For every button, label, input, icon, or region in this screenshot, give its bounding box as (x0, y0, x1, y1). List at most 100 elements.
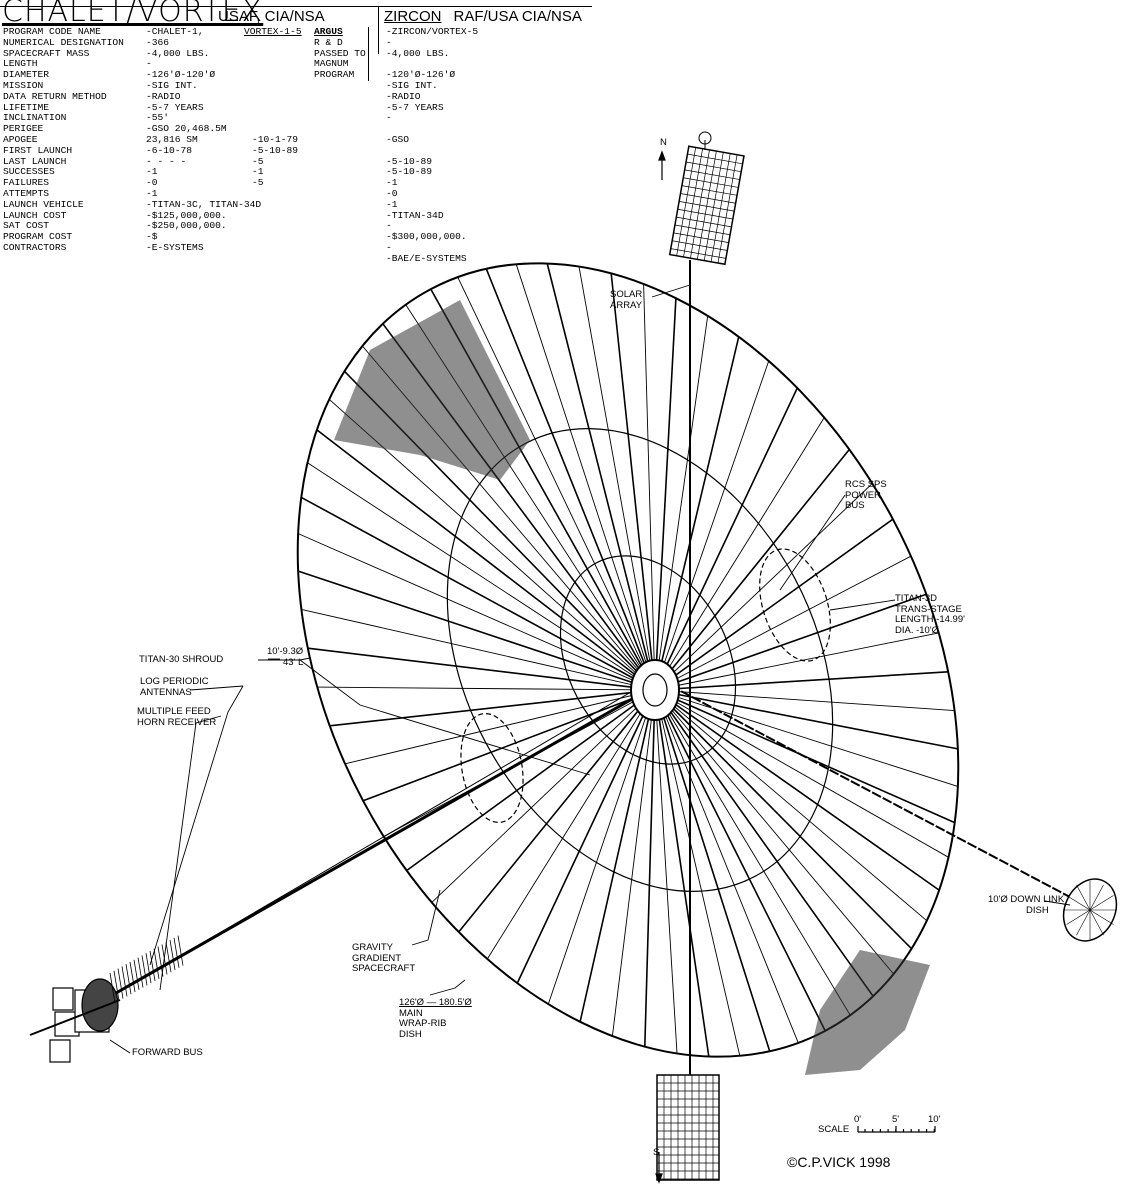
antenna-element (109, 972, 116, 1004)
compass-arrows (655, 150, 666, 1184)
antenna-element (137, 957, 144, 988)
chalet-value: -366 (146, 36, 170, 48)
spec-row-label: PROGRAM CODE NAME (3, 26, 101, 37)
dish-rib (1066, 909, 1091, 925)
dish-rib (458, 689, 656, 933)
chalet-value: -6-10-78 (146, 144, 193, 156)
antenna-element (169, 939, 176, 971)
dish-rib (654, 593, 927, 691)
chalet-value: -$250,000,000. (146, 220, 227, 232)
dish-rib (578, 266, 656, 691)
antenna-element (177, 935, 184, 966)
dish-rib (579, 689, 656, 1022)
dish-rib (654, 689, 771, 1052)
zircon-value: -GSO (386, 133, 410, 145)
dish-rib (1066, 895, 1091, 911)
antenna-element (173, 937, 180, 968)
spec-row-label: PROGRAM COST (3, 231, 73, 243)
chalet-value: -126'Ø-120'Ø (146, 69, 216, 81)
zircon-value: -0 (386, 187, 398, 199)
antenna-element (133, 959, 140, 990)
page-title: CHALET/VORTEX (2, 0, 264, 29)
dish-rib (643, 283, 656, 691)
spec-row-label: SAT COST (3, 220, 50, 232)
zircon-value: -ZIRCON/VORTEX-5 (386, 26, 479, 37)
dish-rib (654, 689, 710, 1057)
argus-line: R & D (314, 36, 343, 48)
spec-row-label: LENGTH (3, 58, 38, 70)
zircon-value: -TITAN-34D (386, 209, 444, 221)
vortex-value: -1 (252, 166, 264, 178)
chalet-value: -1 (146, 187, 158, 199)
chalet-value: -SIG INT. (146, 79, 198, 91)
dish-rib (344, 689, 656, 765)
dish-rib (654, 298, 677, 691)
dish-rib (362, 689, 656, 802)
spec-row-label: LAUNCH VEHICLE (3, 198, 84, 210)
vortex-value: -10-1-79 (252, 134, 299, 145)
chalet-value: - - - - (146, 155, 187, 167)
dish-rib (515, 264, 656, 691)
chalet-value: -E-SYSTEMS (146, 241, 204, 253)
shaded-sector-bottom (805, 950, 930, 1075)
dish-rib (654, 483, 873, 691)
zircon-value: -4,000 LBS. (386, 47, 450, 59)
zircon-value: - (386, 241, 392, 253)
chalet-value: -$125,000,000. (146, 209, 227, 221)
solar-cell-col (710, 153, 731, 262)
chalet-value: -CHALET-1, (146, 26, 204, 37)
zircon-value: -1 (386, 198, 398, 210)
dish-rib (654, 336, 740, 691)
spec-row-label: SPACECRAFT MASS (3, 47, 90, 59)
chalet-value: -TITAN-3C, TITAN-34D (146, 198, 262, 210)
copyright: ©C.P.VICK 1998 (787, 1154, 891, 1170)
zircon-name: ZIRCON (384, 8, 442, 25)
dish-rib (329, 689, 656, 727)
zircon-value: -5-7 YEARS (386, 101, 444, 113)
hub (630, 659, 680, 721)
forward-bus (29, 978, 121, 1063)
dish-rib (654, 689, 894, 975)
spec-row-label: APOGEE (3, 133, 38, 145)
solar-cell-col (676, 147, 697, 256)
shaded-sector-top (334, 300, 530, 480)
dish-rib (546, 263, 656, 691)
dish-rib (654, 689, 940, 891)
zircon-value: -120'Ø-126'Ø (386, 69, 456, 81)
dish-rib (654, 555, 912, 691)
dish-rib (654, 689, 958, 787)
dish-rib (654, 360, 770, 691)
north-label: N (660, 137, 667, 148)
zircon-divider (378, 6, 379, 54)
dish-rib (298, 533, 656, 691)
dish-rib (1076, 909, 1091, 936)
zircon-value: -$300,000,000. (386, 231, 467, 243)
chalet-value: -RADIO (146, 90, 181, 102)
dish-rib (317, 686, 656, 691)
solar-array-bottom (656, 1074, 720, 1181)
spec-row-label: DIAMETER (3, 69, 50, 81)
argus-line: MAGNUM (314, 58, 349, 70)
solar-cell-col (703, 152, 724, 261)
spec-row-label: PERIGEE (3, 123, 44, 135)
spec-row-label: INCLINATION (3, 112, 67, 124)
spec-row-label: LAST LAUNCH (3, 155, 67, 167)
dish-rib (1076, 884, 1091, 911)
solar-cell-col (683, 148, 703, 258)
chalet-value: -0 (146, 177, 158, 189)
dish-rib (316, 429, 656, 691)
dish-rib (301, 608, 656, 691)
antenna-element (149, 950, 156, 982)
antenna-element (121, 966, 128, 997)
spec-row-label: CONTRACTORS (3, 241, 67, 253)
antenna-element (125, 964, 132, 995)
zircon-value: - (386, 112, 392, 124)
dish-rib (654, 689, 913, 950)
